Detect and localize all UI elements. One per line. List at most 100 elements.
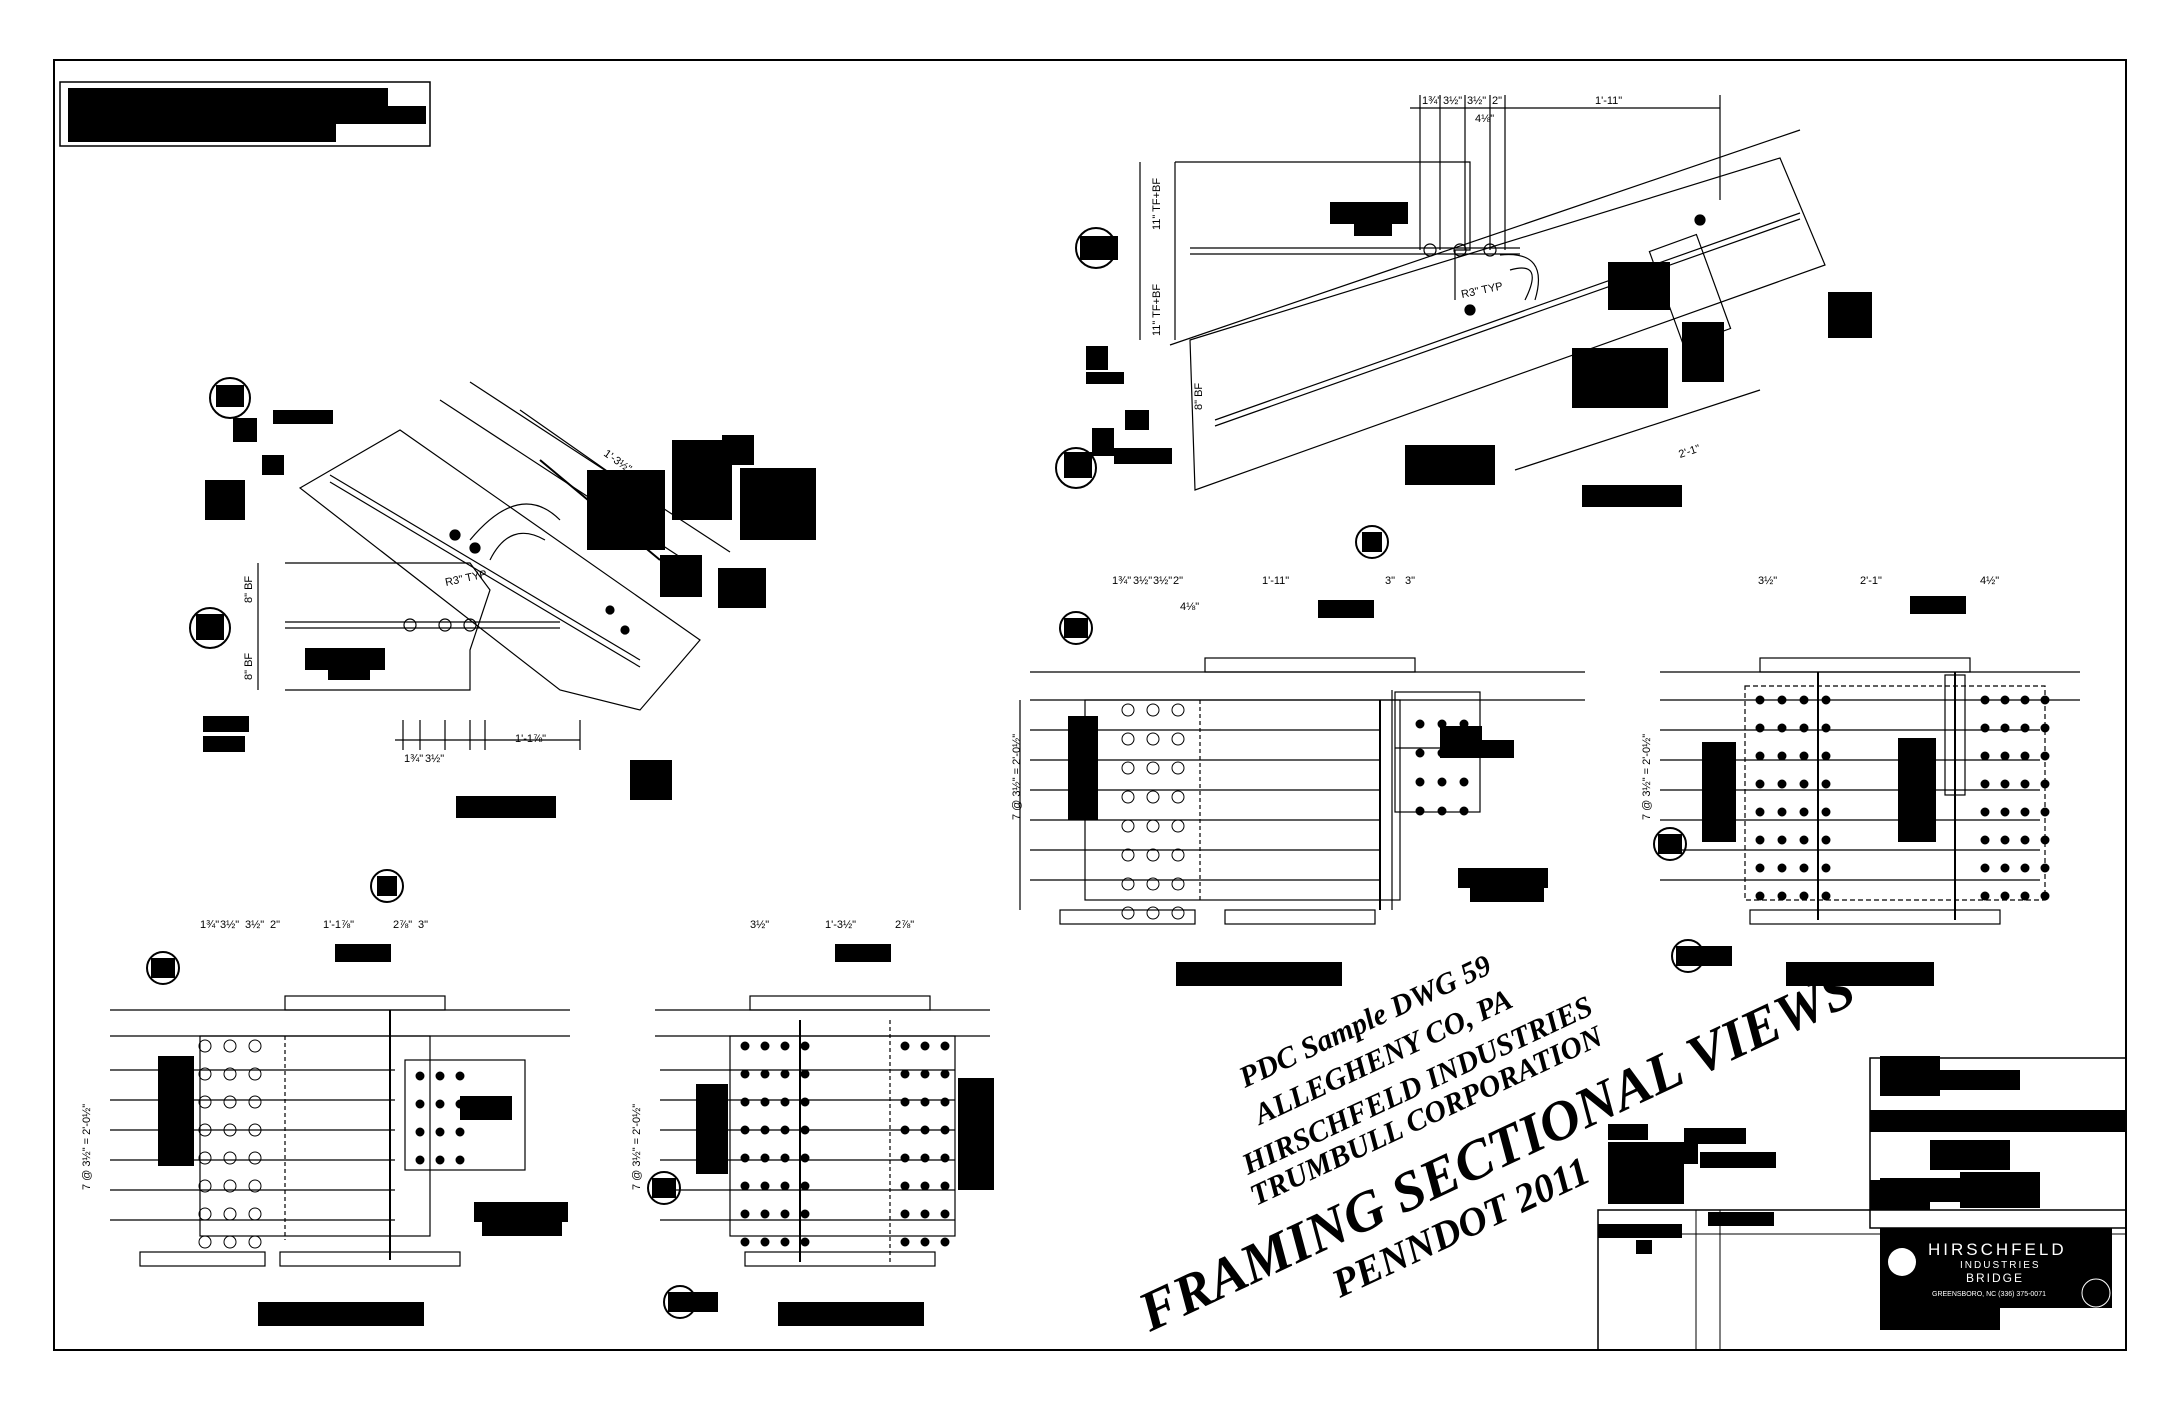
bolt-hole [2020, 863, 2030, 873]
bolt-hole [1415, 777, 1425, 787]
bolt-hole [1821, 695, 1831, 705]
dim-tr-2: 3½" [1443, 95, 1462, 107]
bolt-hole [2020, 835, 2030, 845]
dim-ml-6: 4⅛" [1180, 601, 1199, 613]
view2-redactions [1055, 202, 1872, 507]
bolt-pattern-note-1: 7 @ 3½" = 2'-0½" [1011, 734, 1023, 820]
bolt-hole [1799, 751, 1809, 761]
bolt-hole [1121, 732, 1135, 746]
view-skew-plan-right [1139, 95, 1826, 491]
bolt-pattern-note-2: 7 @ 3½" = 2'-0½" [1641, 734, 1653, 820]
bolt-hole [1146, 732, 1160, 746]
bolt-hole [800, 1153, 810, 1163]
bolt-hole [415, 1099, 425, 1109]
bolt-hole [780, 1125, 790, 1135]
bolt-hole [1755, 751, 1765, 761]
bolt-hole [760, 1153, 770, 1163]
bolt-hole [1777, 723, 1787, 733]
bolt-hole [800, 1069, 810, 1079]
bolt-hole [740, 1041, 750, 1051]
bolt-hole [1777, 891, 1787, 901]
dim-ml-7: 3" [1385, 575, 1395, 587]
bolt-hole [1121, 877, 1135, 891]
bolt-hole [940, 1237, 950, 1247]
bolt-hole [198, 1095, 212, 1109]
bolt-hole [740, 1153, 750, 1163]
bolt-hole [1821, 891, 1831, 901]
bolt-hole [780, 1153, 790, 1163]
bolt-hole [1980, 695, 1990, 705]
bolt-hole [1980, 835, 1990, 845]
bolt-hole [1755, 807, 1765, 817]
bolt-hole [900, 1237, 910, 1247]
bolt-hole [248, 1039, 262, 1053]
bolt-hole [2020, 779, 2030, 789]
bolt-hole [1171, 732, 1185, 746]
bend-radius-note-right: R3" TYP [1460, 280, 1504, 301]
bolt-hole [1799, 807, 1809, 817]
bolt-pattern-note-4: 7 @ 3½" = 2'-0½" [631, 1104, 643, 1190]
bolt-hole [1171, 906, 1185, 920]
bolt-hole [1980, 891, 1990, 901]
dim-mr-2: 2'-1" [1860, 575, 1882, 587]
bolt-hole [1171, 790, 1185, 804]
tf-bf-label-1: 11" TF+BF [1151, 178, 1163, 230]
bolt-hole [1415, 748, 1425, 758]
bolt-hole [1146, 790, 1160, 804]
bolt-pattern-note-3: 7 @ 3½" = 2'-0½" [81, 1104, 93, 1190]
bolt-hole [1821, 835, 1831, 845]
title-block [1597, 1056, 2127, 1351]
bolt-hole [780, 1181, 790, 1191]
bolt-hole [740, 1209, 750, 1219]
shield-logo-icon [1888, 1248, 1916, 1276]
bolt-hole [2020, 891, 2030, 901]
bolt-hole [2040, 723, 2050, 733]
bolt-hole [248, 1179, 262, 1193]
bolt-hole [1146, 703, 1160, 717]
dim-bm-2: 1'-3½" [825, 919, 856, 931]
bf-label-left-1: 8" BF [243, 576, 255, 603]
bolt-hole [198, 1067, 212, 1081]
bolt-hole [920, 1237, 930, 1247]
bolt-hole [2000, 695, 2010, 705]
bolt-hole [198, 1123, 212, 1137]
bolt-hole [415, 1071, 425, 1081]
bolt-hole [800, 1181, 810, 1191]
logo-name: HIRSCHFELD [1928, 1240, 2067, 1259]
bolt-hole [1121, 906, 1135, 920]
bolt-hole [2040, 779, 2050, 789]
bolt-hole [1755, 891, 1765, 901]
dim-tr-4: 2" [1492, 95, 1502, 107]
dim-tr-1: 1¾" [1422, 95, 1441, 107]
logo-sub3: GREENSBORO, NC (336) 375-0071 [1932, 1291, 2046, 1298]
bolt-hole [940, 1125, 950, 1135]
view5-bolts [198, 1039, 465, 1249]
bolt-hole [1121, 761, 1135, 775]
bolt-hole [2000, 807, 2010, 817]
sheet-border [53, 59, 2127, 1351]
dim-bl-3: 3½" [245, 919, 264, 931]
dim-ml-2: 3½" [1133, 575, 1152, 587]
dim-ml-3: 3½" [1153, 575, 1172, 587]
bolt-hole [920, 1125, 930, 1135]
bolt-hole [920, 1097, 930, 1107]
dim-bl-2: 3½" [220, 919, 239, 931]
bolt-hole [800, 1097, 810, 1107]
bolt-hole [1171, 848, 1185, 862]
bolt-hole [198, 1179, 212, 1193]
dim-ml-5: 1'-11" [1262, 575, 1289, 587]
bolt-hole [1755, 695, 1765, 705]
bolt-hole [900, 1097, 910, 1107]
bolt-hole [455, 1155, 465, 1165]
dim-bl-6: 2⅞" [393, 919, 412, 931]
bolt-hole [248, 1123, 262, 1137]
bolt-hole [2000, 779, 2010, 789]
bolt-hole [1980, 863, 1990, 873]
bolt-hole [248, 1235, 262, 1249]
bolt-hole [940, 1069, 950, 1079]
bolt-hole [1146, 819, 1160, 833]
view1-text: R3" TYP 8" BF 8" BF 1¾" 3½" 1'-1⅞" 1'-3½… [243, 448, 634, 765]
bf-label-left-2: 8" BF [243, 653, 255, 680]
bolt-hole [1777, 779, 1787, 789]
